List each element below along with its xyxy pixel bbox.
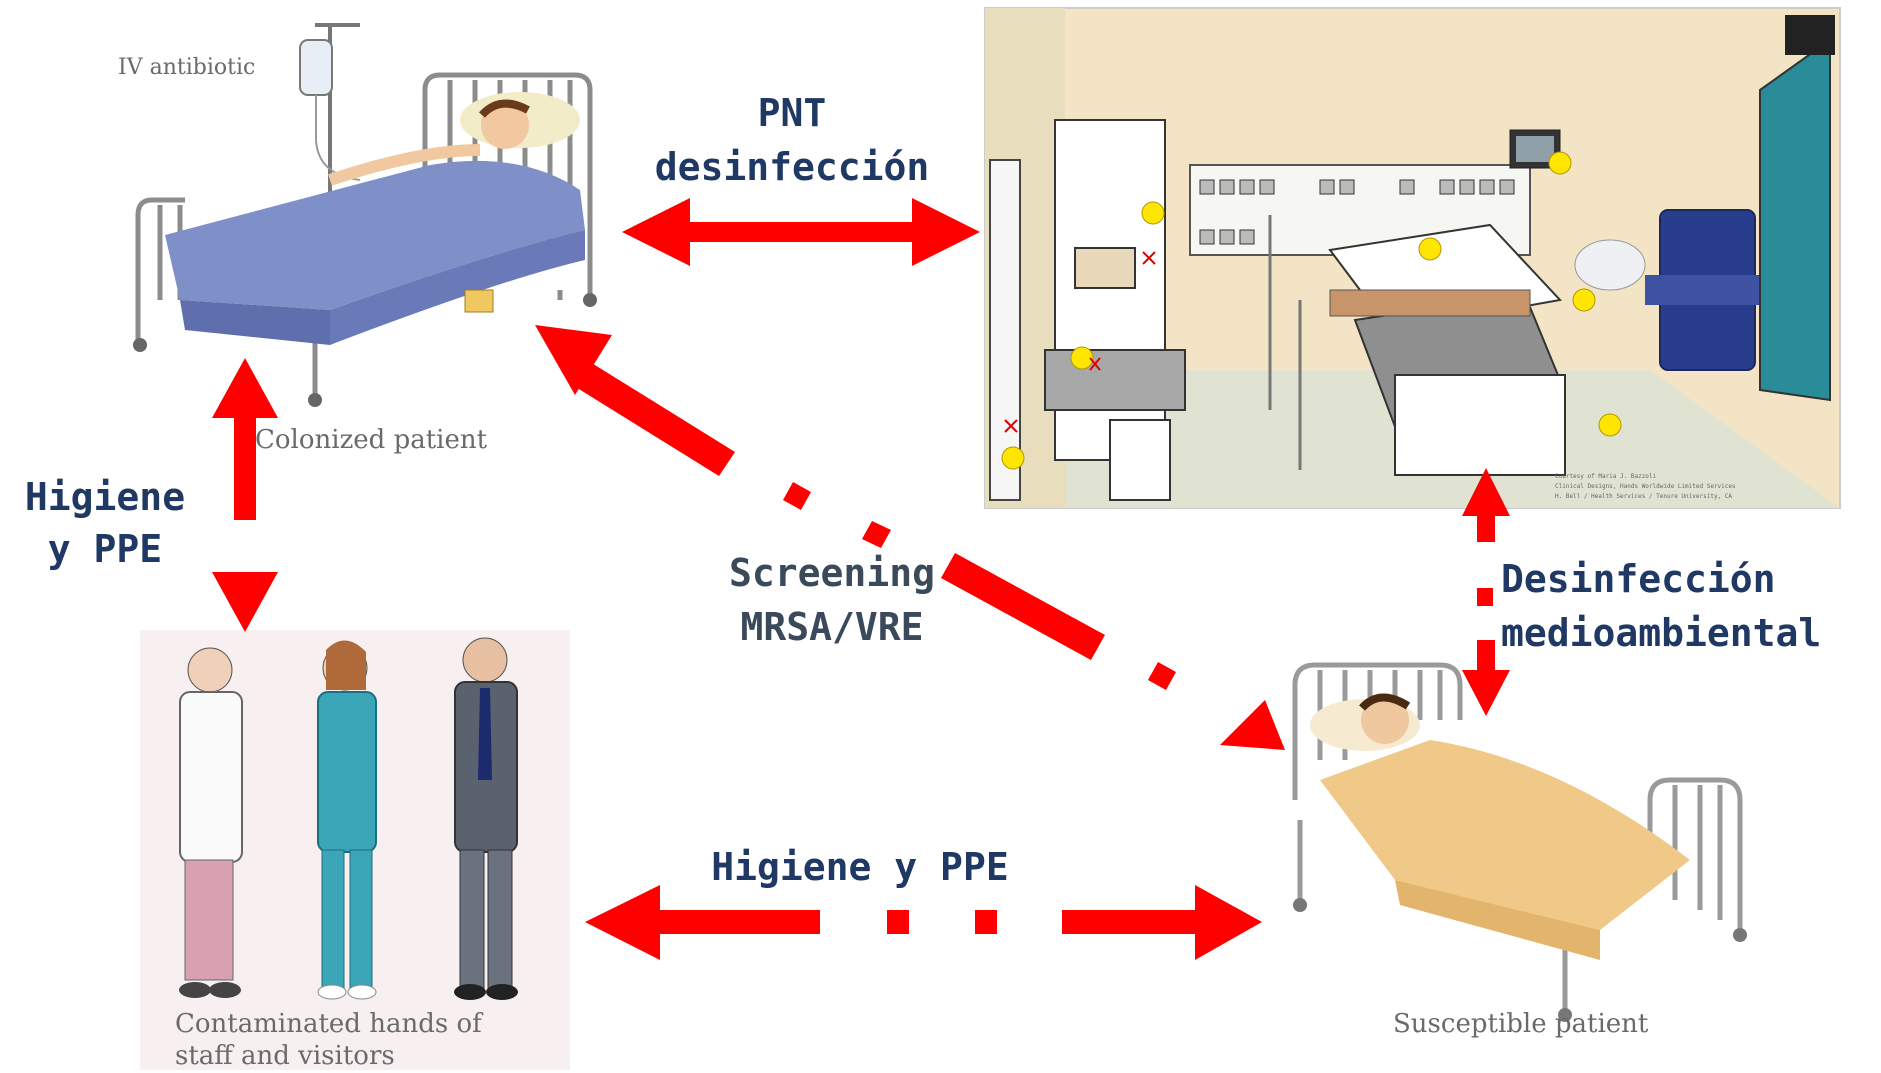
iv-bag-icon	[299, 39, 333, 96]
room-credit-line-2: Clinical Designs, Hands Worldwide Limite…	[1555, 483, 1736, 490]
label-diagonal-line-1: Screening	[729, 551, 935, 595]
staff-visitors-illustration: Contaminated hands of staff and visitors	[140, 630, 570, 1071]
arrow-bottom-bidirectional-dashed	[585, 885, 1262, 960]
staff-caption-line-2: staff and visitors	[175, 1041, 395, 1071]
colonized-bed-blanket	[165, 160, 585, 310]
arrow-right-bidirectional-dashed	[1462, 468, 1510, 716]
susceptible-patient-head	[1361, 696, 1409, 744]
room-credit-line-3: H. Bell / Health Services / Tenure Unive…	[1555, 493, 1732, 500]
label-right: Desinfección medioambiental	[1501, 557, 1821, 655]
iv-antibiotic-label: IV antibiotic	[118, 55, 255, 80]
colonized-patient-head	[481, 101, 529, 149]
susceptible-patient-caption: Susceptible patient	[1393, 1009, 1649, 1039]
arrow-left-bidirectional	[212, 358, 278, 632]
label-top-line-1: PNT	[758, 91, 827, 135]
label-right-line-1: Desinfección	[1501, 557, 1776, 601]
contamination-marker-dots	[1001, 151, 1622, 470]
staff-caption-line-1: Contaminated hands of	[175, 1009, 484, 1039]
visitor-figure	[454, 637, 518, 1000]
label-diagonal-line-2: MRSA/VRE	[740, 605, 923, 649]
label-diagonal: Screening MRSA/VRE	[729, 551, 935, 649]
label-left-line-1: Higiene	[25, 475, 185, 519]
room-credit-line-1: Courtesy of Maria J. Bazzoli	[1555, 473, 1657, 480]
colonized-patient-illustration: IV antibiotic Colo	[118, 20, 610, 455]
label-bottom: Higiene y PPE	[711, 845, 1008, 889]
susceptible-bed-blanket	[1320, 740, 1690, 930]
nurse-figure	[317, 640, 377, 1000]
label-left-line-2: y PPE	[48, 527, 162, 571]
doctor-figure	[179, 647, 243, 998]
susceptible-patient-illustration: Susceptible patient	[1280, 640, 1760, 1060]
overbed-table	[1329, 289, 1531, 317]
label-top-line-2: desinfección	[655, 145, 930, 189]
label-left: Higiene y PPE	[25, 475, 185, 571]
arrow-diagonal-bidirectional-dashed	[535, 325, 1285, 750]
label-top: PNT desinfección	[655, 91, 930, 189]
label-right-line-2: medioambiental	[1501, 611, 1821, 655]
colonized-patient-caption: Colonized patient	[255, 425, 488, 455]
arrow-top-bidirectional	[622, 198, 980, 266]
hospital-room-illustration: Courtesy of Maria J. Bazzoli Clinical De…	[984, 7, 1841, 509]
